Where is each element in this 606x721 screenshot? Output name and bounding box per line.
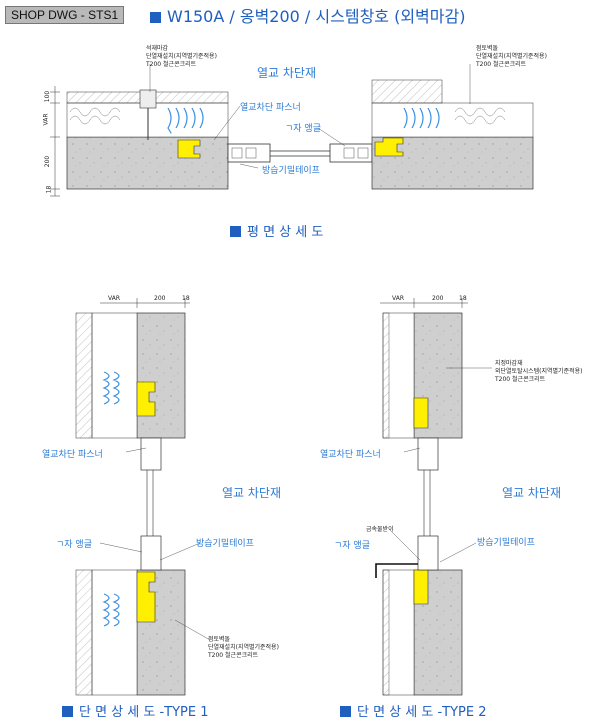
- plan-dim-1: 100: [44, 90, 52, 103]
- s1-lower-yellow: [136, 571, 156, 623]
- s2-note-1: 지정마감재: [495, 360, 523, 367]
- s1-upper-concrete: [136, 312, 186, 439]
- plan-left-anchor: [139, 89, 157, 109]
- s2-dim-1: VAR: [392, 295, 404, 302]
- s2-notes: 지정마감재 외단열토탈시스템(지역별기준적용) T200 철근콘크리트: [495, 360, 582, 384]
- s1-note-2: 단열재설치(지역별기준적용): [208, 644, 279, 651]
- plan-notes-left: 석재마감 단열재설치(지역별기준적용) T200 철근콘크리트: [146, 45, 217, 69]
- s2-caption: 단 면 상 세 도 -TYPE 2: [340, 701, 487, 720]
- section-type2: [375, 298, 492, 696]
- s1-upper-brick: [75, 312, 93, 439]
- s1-upper-yellow: [136, 381, 156, 417]
- plan-left-concrete: [66, 136, 229, 190]
- s2-flashing-label: 금속물받이: [366, 526, 394, 533]
- plan-right-yellow: [374, 137, 404, 157]
- s1-dim-3: 18: [182, 295, 190, 302]
- s1-caption-text: 단 면 상 세 도 -TYPE 1: [79, 705, 209, 720]
- s1-notes: 점토벽돌 단열재설치(지역별기준적용) T200 철근콘크리트: [208, 636, 279, 660]
- plan-detail: [50, 64, 534, 197]
- plan-left-insul-wave: [69, 107, 121, 125]
- drawing-title-text: W150A / 옹벽200 / 시스템창호 (외벽마감): [167, 7, 466, 26]
- section-type1: [75, 298, 211, 696]
- plan-caption-square-icon: [230, 226, 241, 237]
- plan-notes-right: 점토벽돌 단열재설치(지역별기준적용) T200 철근콘크리트: [476, 45, 547, 69]
- plan-right-brick: [371, 79, 443, 104]
- plan-angle-label: ㄱ자 앵글: [285, 124, 321, 134]
- s1-dim-1: VAR: [108, 295, 120, 302]
- s1-tape-label: 방습기밀테이프: [196, 539, 254, 549]
- plan-note-left-1: 석재마감: [146, 45, 169, 52]
- s2-lower-yellow: [413, 569, 429, 605]
- plan-left-insul-blue: [167, 107, 204, 134]
- plan-dim-2: VAR: [42, 113, 50, 126]
- title-square-icon: [150, 12, 161, 23]
- s1-dim-2: 200: [154, 295, 166, 302]
- s2-flashing: [375, 563, 418, 578]
- s2-note-3: T200 철근콘크리트: [495, 376, 546, 383]
- s2-dim-3: 18: [459, 295, 467, 302]
- plan-dim-4: 18: [45, 185, 53, 194]
- plan-left-yellow: [177, 139, 201, 159]
- s1-note-1: 점토벽돌: [208, 636, 231, 643]
- s1-caption-square-icon: [62, 706, 73, 717]
- s1-thermal-break-label: 열교 차단재: [222, 486, 282, 500]
- plan-note-left-2: 단열재설치(지역별기준적용): [146, 53, 217, 60]
- plan-fastener-label: 열교차단 파스너: [240, 103, 301, 113]
- plan-dim-3: 200: [44, 155, 52, 168]
- s1-fastener-label: 열교차단 파스너: [42, 450, 103, 460]
- s1-note-3: T200 철근콘크리트: [208, 652, 259, 659]
- s2-note-2: 외단열토탈시스템(지역별기준적용): [495, 368, 583, 375]
- s2-tape-label: 방습기밀테이프: [477, 538, 535, 548]
- plan-caption-text: 평 면 상 세 도: [247, 225, 324, 240]
- s1-caption: 단 면 상 세 도 -TYPE 1: [62, 701, 209, 720]
- plan-note-right-2: 단열재설치(지역별기준적용): [476, 53, 547, 60]
- drawing-tag: SHOP DWG - STS1: [5, 6, 125, 24]
- plan-frame-left: [227, 143, 271, 163]
- s2-angle-label: ㄱ자 앵글: [334, 541, 370, 551]
- plan-thermal-break-label: 열교 차단재: [257, 66, 317, 80]
- s1-angle-label: ㄱ자 앵글: [56, 540, 92, 550]
- s2-caption-square-icon: [340, 706, 351, 717]
- plan-tape-label: 방습기밀테이프: [262, 166, 320, 176]
- plan-note-right-3: T200 철근콘크리트: [476, 61, 527, 68]
- s2-caption-text: 단 면 상 세 도 -TYPE 2: [357, 705, 487, 720]
- plan-note-left-3: T200 철근콘크리트: [146, 61, 197, 68]
- plan-note-right-1: 점토벽돌: [476, 45, 499, 52]
- s2-thermal-break-label: 열교 차단재: [502, 486, 562, 500]
- drawing-title: W150A / 옹벽200 / 시스템창호 (외벽마감): [150, 3, 465, 27]
- s2-fastener-label: 열교차단 파스너: [320, 450, 381, 460]
- s2-upper-yellow: [413, 397, 429, 429]
- plan-right-concrete: [371, 136, 534, 190]
- s1-lower-brick: [75, 569, 93, 696]
- plan-caption: 평 면 상 세 도: [230, 221, 323, 240]
- plan-frame-right: [329, 143, 373, 163]
- s2-dim-2: 200: [432, 295, 444, 302]
